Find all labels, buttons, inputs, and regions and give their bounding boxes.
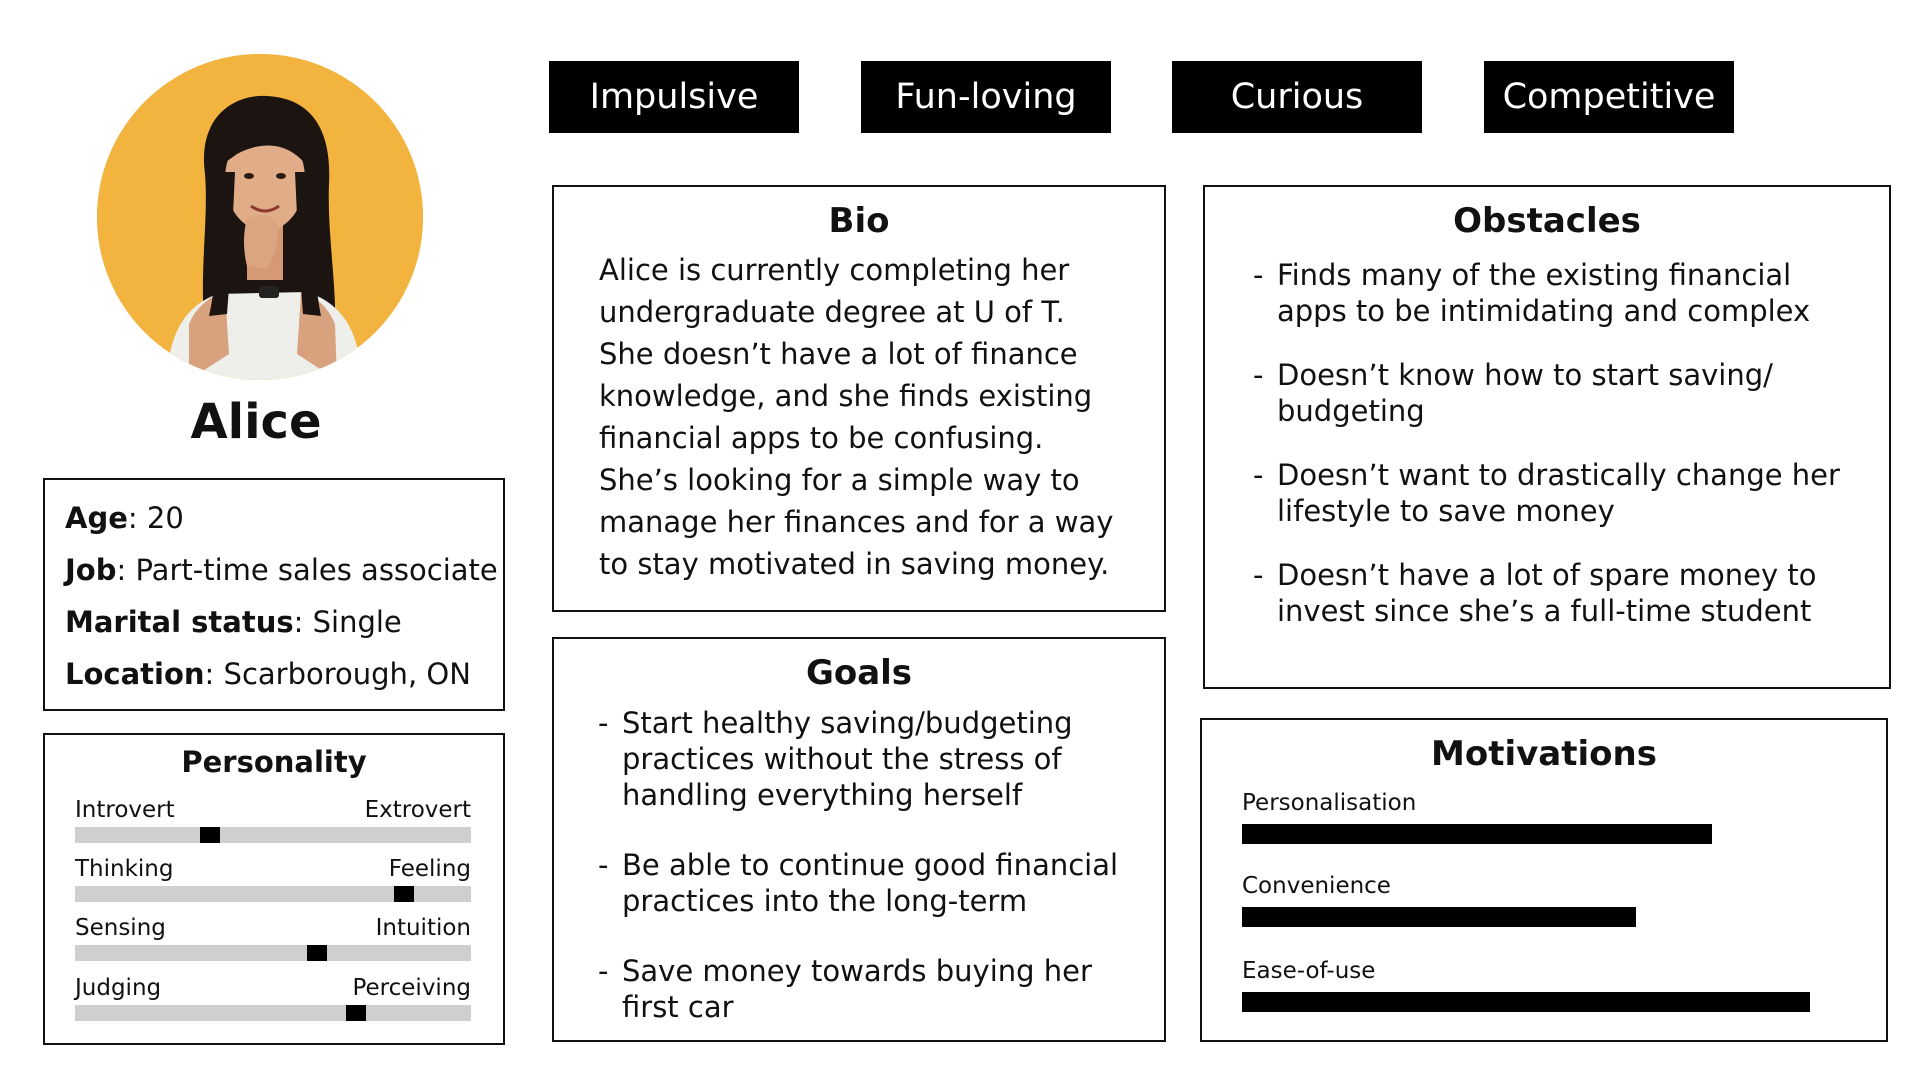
detail-marital-status: Marital status: Single [65, 605, 402, 639]
trait-judging-perceiving: Judging Perceiving [75, 975, 471, 1025]
bio-box: Bio Alice is currently completing her un… [552, 185, 1166, 612]
goal-text: Save money towards buying her first car [622, 954, 1092, 1024]
detail-value: Part-time sales associate [135, 553, 498, 587]
avatar [97, 54, 423, 380]
bio-title: Bio [828, 201, 890, 241]
persona-details-box: Age: 20 Job: Part-time sales associate M… [43, 478, 505, 711]
motivation-convenience: Convenience [1242, 873, 1822, 927]
motivation-label: Convenience [1242, 873, 1391, 899]
trait-marker [346, 1005, 367, 1021]
detail-location: Location: Scarborough, ON [65, 657, 471, 691]
goals-title: Goals [805, 653, 913, 693]
motivation-ease-of-use: Ease-of-use [1242, 958, 1822, 1012]
goals-box: Goals -Start healthy saving/budgeting pr… [552, 637, 1166, 1042]
trait-left-label: Thinking [75, 856, 174, 882]
detail-label: Marital status [65, 605, 294, 639]
trait-left-label: Judging [75, 975, 162, 1001]
trait-slider [75, 886, 471, 902]
personality-title: Personality [181, 745, 367, 779]
obstacle-text: Finds many of the existing financial app… [1277, 258, 1811, 328]
tag-competitive: Competitive [1484, 61, 1734, 133]
motivation-bar [1242, 824, 1822, 844]
trait-slider [75, 1005, 471, 1021]
detail-value: Scarborough, ON [223, 657, 471, 691]
trait-right-label: Intuition [375, 915, 471, 941]
trait-thinking-feeling: Thinking Feeling [75, 856, 471, 906]
obstacle-item: -Doesn’t want to drastically change her … [1253, 457, 1859, 529]
motivation-fill [1242, 824, 1712, 844]
motivation-label: Personalisation [1242, 790, 1417, 816]
obstacles-title: Obstacles [1453, 201, 1641, 241]
trait-left-label: Introvert [75, 797, 175, 823]
motivation-bar [1242, 907, 1822, 927]
obstacle-item: -Finds many of the existing financial ap… [1253, 257, 1859, 329]
motivations-title: Motivations [1431, 734, 1657, 774]
goal-item: -Save money towards buying her first car [598, 953, 1134, 1025]
goal-item: -Be able to continue good financial prac… [598, 847, 1134, 919]
trait-marker [199, 827, 220, 843]
detail-label: Age [65, 501, 128, 535]
obstacles-list: -Finds many of the existing financial ap… [1205, 257, 1889, 629]
motivation-personalisation: Personalisation [1242, 790, 1822, 844]
trait-left-label: Sensing [75, 915, 166, 941]
trait-introvert-extrovert: Introvert Extrovert [75, 797, 471, 847]
tag-curious: Curious [1172, 61, 1422, 133]
motivation-fill [1242, 907, 1637, 927]
obstacle-item: -Doesn’t have a lot of spare money to in… [1253, 557, 1859, 629]
motivation-label: Ease-of-use [1242, 958, 1376, 984]
trait-sensing-intuition: Sensing Intuition [75, 915, 471, 965]
obstacle-text: Doesn’t know how to start saving/ budget… [1277, 358, 1773, 428]
persona-photo [97, 54, 423, 380]
goals-list: -Start healthy saving/budgeting practice… [554, 705, 1164, 1025]
obstacle-text: Doesn’t want to drastically change her l… [1277, 458, 1840, 528]
detail-label: Job [65, 553, 117, 587]
detail-label: Location [65, 657, 205, 691]
trait-slider [75, 945, 471, 961]
trait-right-label: Perceiving [352, 975, 471, 1001]
trait-slider [75, 827, 471, 843]
detail-value: 20 [146, 501, 184, 535]
goal-text: Be able to continue good financial pract… [622, 848, 1119, 918]
trait-right-label: Feeling [388, 856, 471, 882]
bio-text: Alice is currently completing her underg… [599, 253, 1114, 581]
trait-right-label: Extrovert [364, 797, 471, 823]
personality-box: Personality Introvert Extrovert Thinking… [43, 733, 505, 1045]
motivation-bar [1242, 992, 1822, 1012]
persona-name: Alice [190, 394, 322, 450]
trait-marker [306, 945, 327, 961]
trait-marker [393, 886, 414, 902]
tag-fun-loving: Fun-loving [861, 61, 1111, 133]
detail-age: Age: 20 [65, 501, 184, 535]
goal-text: Start healthy saving/budgeting practices… [622, 706, 1073, 812]
motivations-box: Motivations Personalisation Convenience … [1200, 718, 1888, 1042]
detail-value: Single [312, 605, 402, 639]
motivation-fill [1242, 992, 1811, 1012]
tag-impulsive: Impulsive [549, 61, 799, 133]
detail-job: Job: Part-time sales associate [65, 553, 498, 587]
obstacle-text: Doesn’t have a lot of spare money to inv… [1277, 558, 1817, 628]
goal-item: -Start healthy saving/budgeting practice… [598, 705, 1134, 813]
obstacles-box: Obstacles -Finds many of the existing fi… [1203, 185, 1891, 689]
obstacle-item: -Doesn’t know how to start saving/ budge… [1253, 357, 1859, 429]
